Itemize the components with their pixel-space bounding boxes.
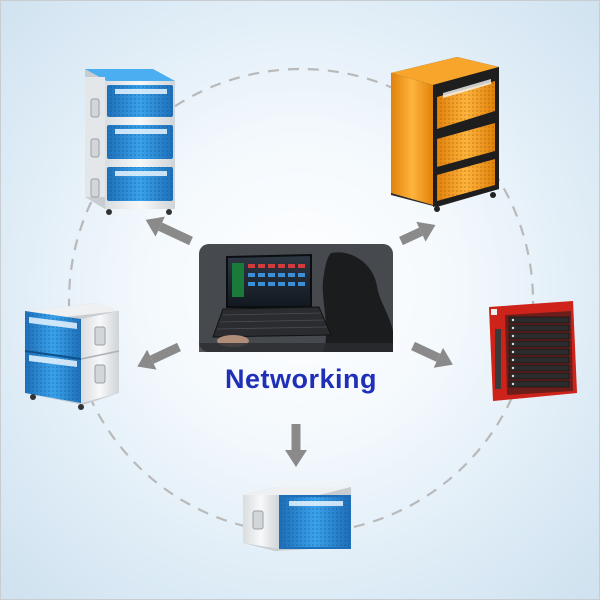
charging-box-icon [243,487,351,551]
arrow-to-top-right [399,221,436,246]
charging-cabinet-icon [391,57,499,212]
arrow-to-right [411,341,453,368]
center-label: Networking [224,364,377,394]
arrow-to-bottom [285,424,307,467]
charging-cabinet-icon [24,303,120,410]
arrow-to-top-left [145,216,193,246]
arrow-to-left [137,342,181,370]
laptop-icon [199,244,393,352]
charging-cabinet-icon [85,69,175,215]
wall-charging-panel-icon [489,301,577,401]
arrows [137,216,453,467]
